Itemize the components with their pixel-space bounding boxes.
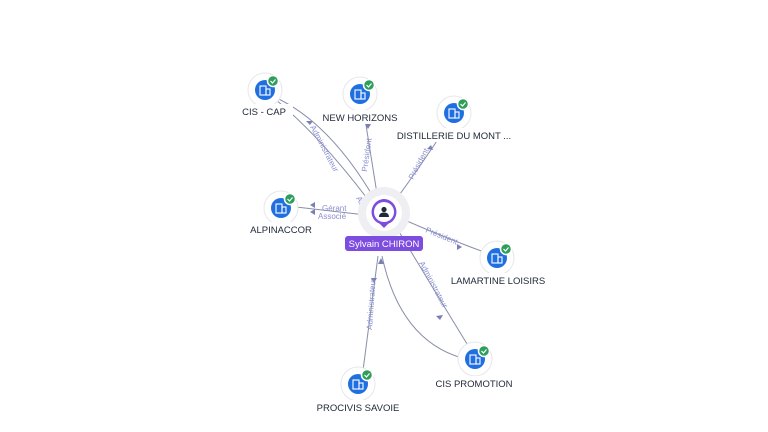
- edge-label-alpinaccor-gerant: Gérant: [322, 204, 347, 213]
- company-building-icon: [275, 203, 287, 214]
- edge-label-procivis: Administrateur: [365, 278, 378, 330]
- company-building-icon: [259, 85, 271, 96]
- company-building-icon: [354, 89, 366, 100]
- check-icon: [360, 368, 374, 382]
- node-label-procivis: PROCIVIS SAVOIE: [317, 403, 400, 414]
- node-label-bg: [318, 110, 402, 124]
- check-mark: [364, 373, 370, 378]
- node-label-alpinaccor: ALPINACCOR: [250, 225, 312, 236]
- edge-label-distillerie: Président: [407, 146, 431, 181]
- arrow-lamartine: [457, 244, 462, 250]
- company-node-cis-promotion[interactable]: CIS PROMOTION: [431, 341, 517, 390]
- company-building-icon: [448, 108, 460, 119]
- center-label: Sylvain CHIRON: [349, 239, 420, 250]
- company-node-lamartine[interactable]: LAMARTINE LOISIRS: [446, 240, 550, 287]
- node-label-bg: [431, 376, 517, 390]
- arrow-procivis: [371, 278, 377, 283]
- edge-cis-promotion-2: [381, 255, 463, 359]
- arrow-center-return: [378, 258, 384, 264]
- edge-alpinaccor: [295, 206, 367, 216]
- arrow-cis-cap: [306, 121, 313, 125]
- company-node-cis-cap[interactable]: CIS - CAP: [237, 72, 293, 118]
- node-label-cis-cap: CIS - CAP: [242, 107, 286, 118]
- check-icon: [477, 344, 491, 358]
- check-mark: [481, 349, 487, 354]
- check-icon: [362, 78, 376, 92]
- node-label-bg: [393, 128, 515, 142]
- check-mark: [503, 247, 509, 252]
- edge-label-new-horizons: Président: [360, 137, 374, 172]
- check-mark: [287, 197, 293, 202]
- check-mark: [366, 83, 372, 88]
- company-node-procivis[interactable]: PROCIVIS SAVOIE: [311, 366, 405, 414]
- node-label-new-horizons: NEW HORIZONS: [323, 113, 398, 124]
- check-mark: [460, 102, 466, 107]
- node-label-lamartine: LAMARTINE LOISIRS: [451, 276, 545, 287]
- node-label-bg: [245, 222, 317, 236]
- check-mark: [270, 79, 276, 84]
- company-building-icon: [491, 253, 503, 264]
- check-icon: [266, 74, 280, 88]
- company-building-icon: [469, 354, 481, 365]
- edge-label-alpinaccor-associe: Associé: [318, 212, 347, 221]
- center-node[interactable]: Sylvain CHIRON: [345, 187, 423, 251]
- company-node-alpinaccor[interactable]: ALPINACCOR: [245, 190, 317, 236]
- arrow-alpinaccor: [310, 202, 315, 208]
- check-icon: [283, 192, 297, 206]
- edge-label-cis-cap: Administrateur: [308, 124, 340, 174]
- edge-arrows: [306, 121, 462, 320]
- person-icon: [379, 206, 389, 217]
- node-label-bg: [311, 400, 405, 414]
- node-label-bg: [237, 104, 293, 118]
- company-building-icon: [352, 379, 364, 390]
- node-label-distillerie: DISTILLERIE DU MONT ...: [397, 131, 511, 142]
- center-label-bg: [345, 236, 423, 251]
- company-node-new-horizons[interactable]: NEW HORIZONS: [318, 76, 402, 124]
- edge-label-cis-promotion: Administrateur: [417, 260, 449, 310]
- arrow-distillerie: [427, 145, 433, 150]
- check-icon: [456, 97, 470, 111]
- edge-cis-cap-2: [269, 94, 379, 206]
- node-label-bg: [446, 273, 550, 287]
- check-icon: [499, 242, 513, 256]
- arrow-cis-promotion: [436, 315, 443, 320]
- edge-label-lamartine: Président: [424, 226, 459, 247]
- node-label-cis-promotion: CIS PROMOTION: [435, 379, 512, 390]
- company-node-distillerie[interactable]: DISTILLERIE DU MONT ...: [393, 95, 515, 142]
- arrow-alpinaccor-2: [310, 209, 315, 215]
- edge-procivis: [361, 255, 379, 379]
- arrow-new-horizons: [365, 124, 371, 129]
